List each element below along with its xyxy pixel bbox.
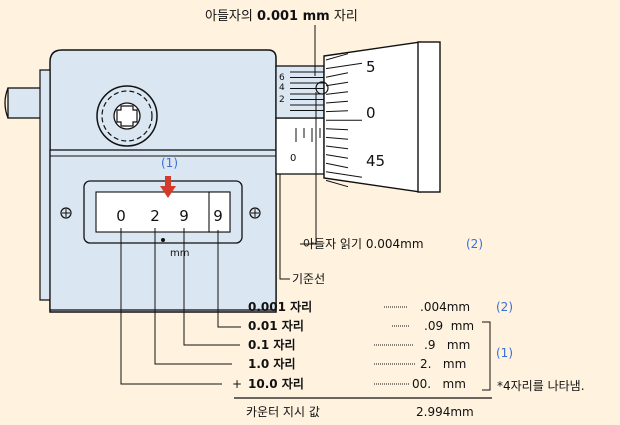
- thimble-tick: [325, 171, 363, 178]
- decimal-point: [161, 238, 165, 242]
- ratchet-knob: [96, 85, 158, 147]
- sleeve: [275, 117, 325, 175]
- counter-last-drum: [208, 191, 231, 233]
- digit-leaders: [120, 228, 241, 385]
- top-label: 아들자의 0.001 mm 자리: [205, 9, 358, 24]
- reading-ref: (2): [466, 237, 483, 251]
- total-value: 2.994mm: [416, 405, 474, 419]
- frame-side: [39, 69, 51, 301]
- thimble-number-45: 45: [366, 152, 385, 170]
- thimble-tick: [325, 53, 349, 61]
- vernier-number-4: 4: [279, 83, 285, 93]
- row-label-01: 0.1 자리: [248, 337, 296, 352]
- reading-label: 아들자 읽기 0.004mm: [303, 237, 424, 251]
- row-value-01: .9 mm: [424, 338, 470, 352]
- thimble-tick: [325, 81, 349, 87]
- group-bracket: [482, 321, 491, 391]
- marker-ref: (1): [161, 156, 178, 170]
- reading-circle: [315, 81, 329, 95]
- sleeve-zero: 0: [290, 153, 296, 164]
- group-ref: (1): [496, 346, 513, 360]
- thimble-tick: [325, 128, 349, 131]
- thimble-number-0: 0: [366, 104, 376, 122]
- thimble-ticks: [325, 53, 363, 188]
- red-arrow-icon: [160, 176, 176, 198]
- thimble-tick: [325, 91, 349, 95]
- counter-window: [95, 191, 231, 233]
- vernier-number-2: 2: [279, 95, 285, 105]
- thimble-tick: [325, 110, 349, 113]
- row-ref-0001: (2): [496, 300, 513, 314]
- thimble-tick: [325, 62, 363, 70]
- thimble-number-5: 5: [366, 58, 376, 76]
- row-label-001: 0.01 자리: [248, 318, 304, 333]
- spindle-cut: [4, 87, 9, 119]
- row-value-001: .09 mm: [424, 319, 474, 333]
- thimble-tick: [325, 100, 349, 104]
- thimble-cap: [417, 41, 441, 193]
- counter-unit: mm: [170, 248, 189, 259]
- thimble-tick: [325, 145, 349, 150]
- counter-digit-2: 2: [150, 207, 160, 225]
- baseline-label: 기준선: [292, 272, 325, 286]
- thimble-tick: [325, 162, 349, 169]
- row-prefix-plus: +: [232, 377, 242, 391]
- baseline-leader: [279, 174, 290, 280]
- counter-digit-1: 0: [116, 207, 126, 225]
- thimble-tick: [325, 154, 349, 159]
- counter-screws: [60, 207, 261, 219]
- counter-digit-3: 9: [179, 207, 189, 225]
- thimble-tick: [325, 179, 349, 188]
- vernier-number-6: 6: [279, 73, 285, 83]
- thimble-tick: [325, 136, 349, 140]
- sleeve-ticks: [295, 128, 321, 142]
- thimble-tick: [325, 72, 349, 78]
- row-value-10: 2. mm: [420, 357, 466, 371]
- reading-leader: [300, 92, 317, 245]
- row-label-100: 10.0 자리: [248, 376, 304, 391]
- row-label-0001: 0.001 자리: [248, 299, 312, 314]
- row-value-100: 00. mm: [412, 377, 466, 391]
- row-label-10: 1.0 자리: [248, 356, 296, 371]
- group-note: *4자리를 나타냄.: [497, 379, 585, 393]
- counter-digit-4: 9: [213, 207, 223, 225]
- total-label: 카운터 지시 값: [246, 405, 320, 419]
- row-value-0001: .004mm: [420, 300, 470, 314]
